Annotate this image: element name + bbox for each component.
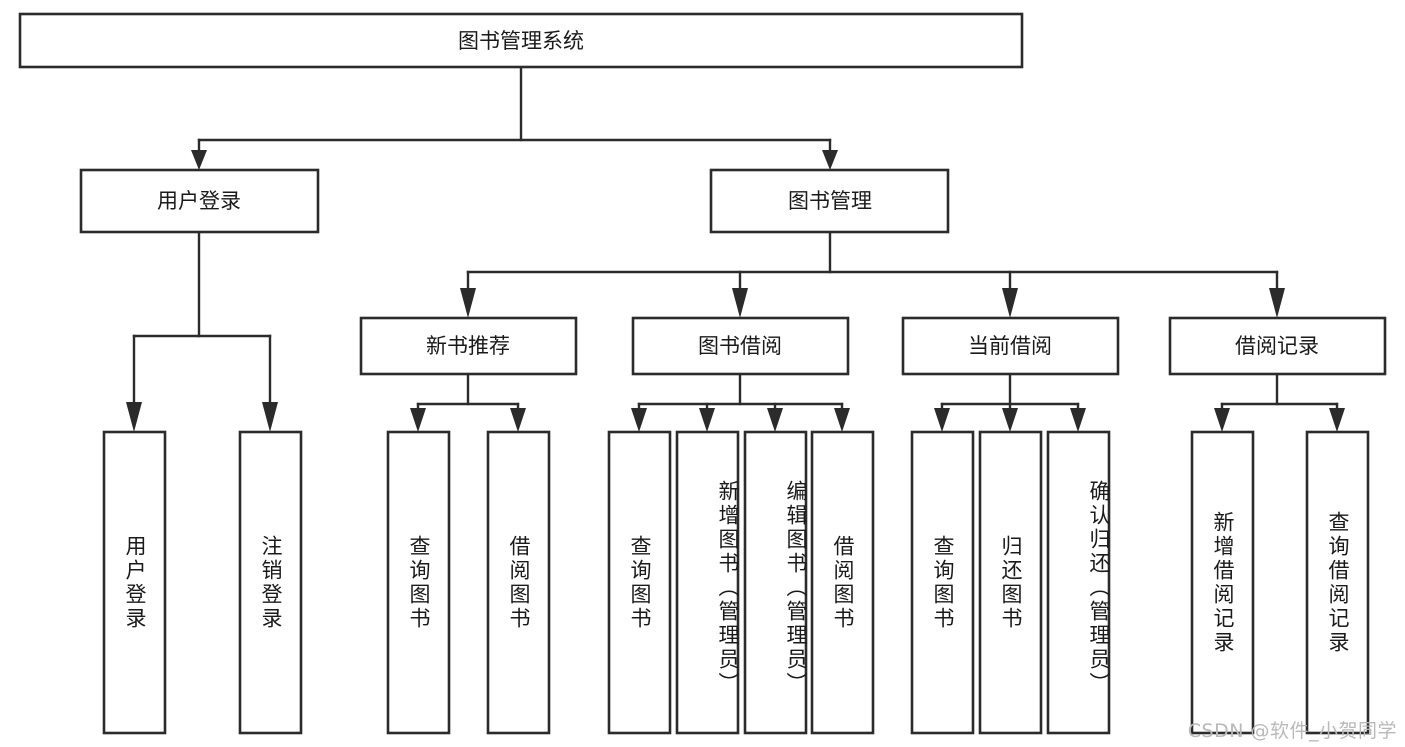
leaf-box-book-borrow-2[interactable] bbox=[675, 430, 740, 735]
node-layer: 图书管理系统 用户登录 图书管理 新书推荐 图书借阅 当前 bbox=[18, 12, 1387, 735]
leaf-box-book-borrow-1[interactable] bbox=[607, 430, 672, 735]
arrow-root-to-user-login bbox=[191, 150, 207, 170]
node-book-management-label: 图书管理 bbox=[788, 189, 872, 213]
arrow-bookmgmt-to-records bbox=[1269, 288, 1285, 318]
node-new-book-recommend[interactable]: 新书推荐 bbox=[359, 316, 578, 376]
node-book-management[interactable]: 图书管理 bbox=[709, 168, 950, 234]
arrow-newbook-leaf-2 bbox=[510, 408, 526, 432]
arrow-userlogin-leaf-2 bbox=[262, 402, 278, 432]
leaf-box-current-borrow-1[interactable] bbox=[910, 430, 975, 735]
arrow-currentborrow-leaf-2 bbox=[1002, 408, 1018, 432]
arrow-bookborrow-leaf-1 bbox=[631, 408, 647, 432]
arrow-newbook-leaf-1 bbox=[410, 408, 426, 432]
node-borrow-records-label: 借阅记录 bbox=[1235, 334, 1319, 358]
node-current-borrow[interactable]: 当前借阅 bbox=[901, 316, 1120, 376]
arrow-root-to-book-mgmt bbox=[822, 150, 838, 170]
arrow-currentborrow-leaf-1 bbox=[934, 408, 950, 432]
node-root-label: 图书管理系统 bbox=[458, 29, 584, 53]
connector-layer bbox=[126, 65, 1345, 432]
node-current-borrow-box[interactable] bbox=[901, 316, 1120, 376]
node-root[interactable]: 图书管理系统 bbox=[18, 12, 1024, 69]
arrow-bookmgmt-to-new-book bbox=[460, 288, 476, 318]
leaf-box-current-borrow-3[interactable] bbox=[1046, 430, 1111, 735]
leaf-box-new-book-1[interactable] bbox=[386, 430, 451, 735]
node-book-borrow[interactable]: 图书借阅 bbox=[631, 316, 850, 376]
arrow-userlogin-leaf-1 bbox=[126, 402, 142, 432]
node-book-management-box[interactable] bbox=[709, 168, 950, 234]
node-current-borrow-label: 当前借阅 bbox=[968, 334, 1052, 358]
node-borrow-records-box[interactable] bbox=[1168, 316, 1387, 376]
node-user-login-box[interactable] bbox=[79, 168, 320, 234]
arrow-records-leaf-1 bbox=[1214, 408, 1230, 432]
csdn-watermark: CSDN @软件_小贺同学 bbox=[1187, 720, 1397, 742]
arrow-bookborrow-leaf-2 bbox=[699, 408, 715, 432]
arrow-records-leaf-2 bbox=[1329, 408, 1345, 432]
leaf-box-borrow-records-1[interactable] bbox=[1190, 430, 1255, 735]
node-book-borrow-box[interactable] bbox=[631, 316, 850, 376]
leaf-box-new-book-2[interactable] bbox=[486, 430, 551, 735]
node-root-box[interactable] bbox=[18, 12, 1024, 69]
leaf-box-current-borrow-2[interactable] bbox=[978, 430, 1043, 735]
arrow-bookborrow-leaf-3 bbox=[767, 408, 783, 432]
node-new-book-recommend-label: 新书推荐 bbox=[426, 334, 510, 358]
arrow-bookborrow-leaf-4 bbox=[834, 408, 850, 432]
node-user-login[interactable]: 用户登录 bbox=[79, 168, 320, 234]
node-book-borrow-label: 图书借阅 bbox=[698, 334, 782, 358]
leaf-box-borrow-records-2[interactable] bbox=[1305, 430, 1370, 735]
arrow-bookmgmt-to-current-borrow bbox=[1002, 288, 1018, 318]
leaf-box-user-login-1[interactable] bbox=[102, 430, 167, 735]
leaf-box-book-borrow-4[interactable] bbox=[810, 430, 875, 735]
arrow-bookmgmt-to-book-borrow bbox=[732, 288, 748, 318]
leaf-box-user-login-2[interactable] bbox=[238, 430, 303, 735]
node-borrow-records[interactable]: 借阅记录 bbox=[1168, 316, 1387, 376]
arrow-currentborrow-leaf-3 bbox=[1070, 408, 1086, 432]
leaf-box-book-borrow-3[interactable] bbox=[743, 430, 808, 735]
node-new-book-recommend-box[interactable] bbox=[359, 316, 578, 376]
node-user-login-label: 用户登录 bbox=[157, 189, 241, 213]
